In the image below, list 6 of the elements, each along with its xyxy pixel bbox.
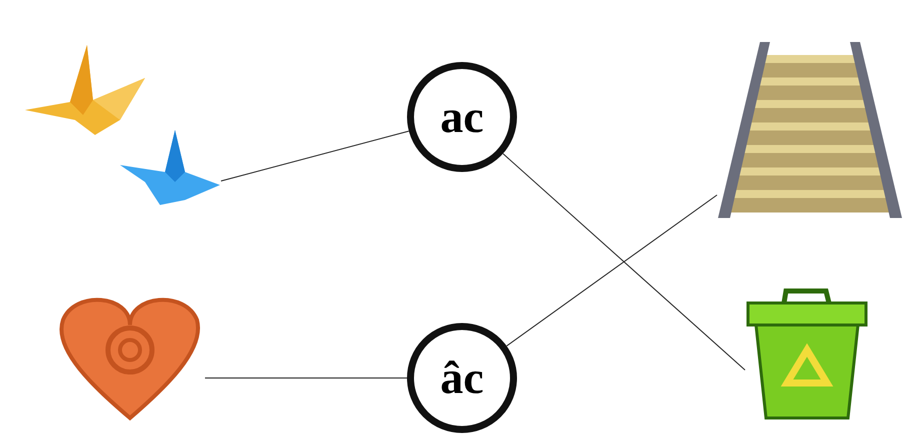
connector-line (506, 194, 718, 346)
connector-line (220, 130, 410, 182)
node-label: âc (440, 355, 484, 401)
connector-line (502, 153, 746, 370)
node-label: ac (440, 94, 484, 140)
staircase-drawing (717, 40, 903, 220)
